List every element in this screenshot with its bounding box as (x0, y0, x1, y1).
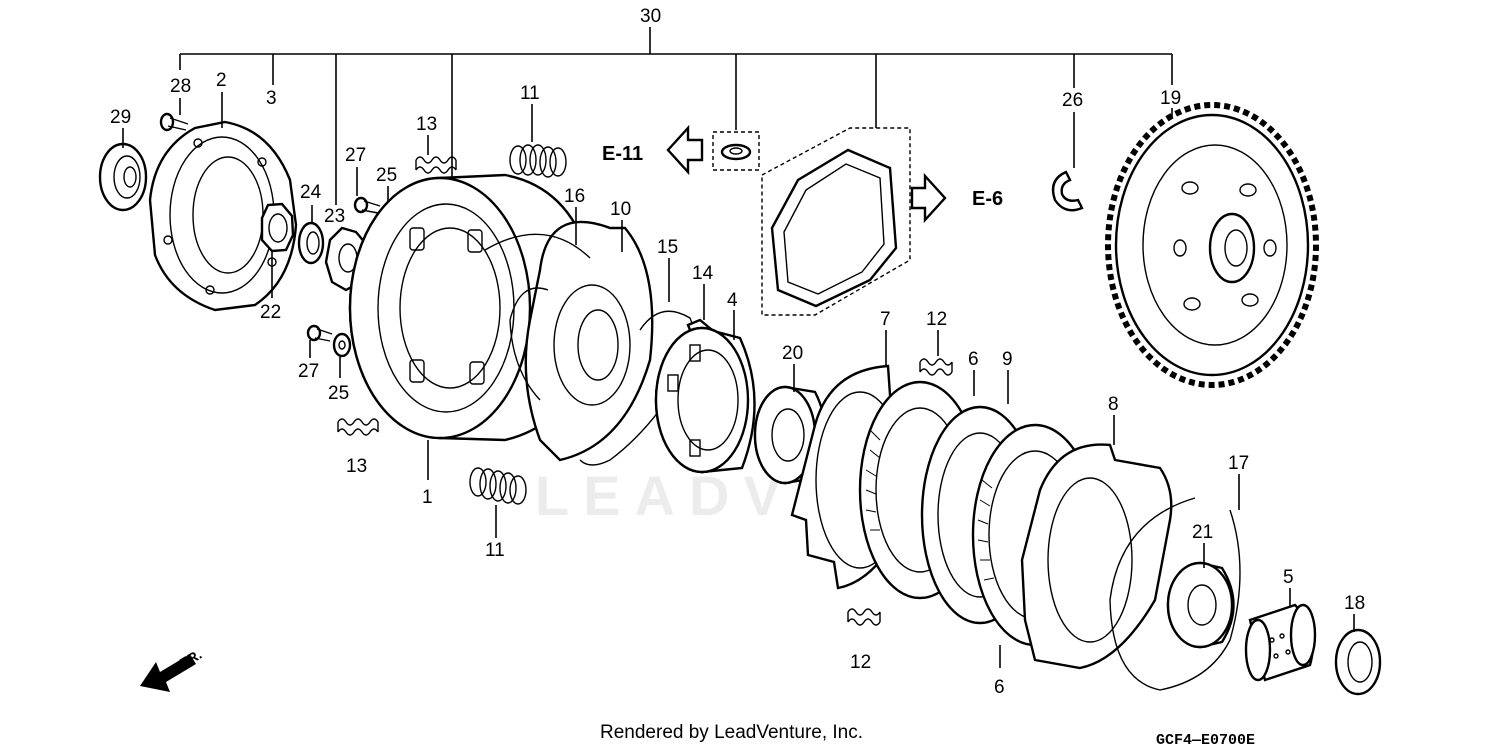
label-18: 18 (1344, 593, 1365, 614)
assembly-30-bracket (179, 27, 1173, 205)
front-arrow-icon: FR. (140, 646, 204, 692)
spring-13-upper (415, 135, 457, 174)
seal-18 (1334, 614, 1382, 696)
washer-25-lower (332, 332, 352, 378)
label-1: 1 (422, 487, 433, 508)
spring-11-upper (509, 104, 567, 178)
label-23: 23 (324, 206, 345, 227)
snap-ring-17 (1109, 474, 1241, 691)
one-way-clutch-4 (654, 310, 756, 474)
label-19: 19 (1160, 88, 1181, 109)
label-14: 14 (692, 263, 714, 284)
label-22: 22 (260, 302, 281, 323)
label-16: 16 (564, 186, 585, 207)
label-30: 30 (640, 6, 661, 27)
label-27b: 27 (298, 361, 319, 382)
label-10: 10 (610, 199, 631, 220)
clutch-center-10 (509, 220, 654, 462)
label-26: 26 (1062, 90, 1083, 111)
label-24: 24 (300, 182, 322, 203)
spring-ring-16 (484, 207, 591, 259)
e11-label: E-11 (602, 143, 643, 165)
label-20: 20 (782, 343, 803, 364)
nut-22 (260, 202, 295, 298)
spring-13-lower (337, 418, 379, 436)
circlip-26 (1051, 112, 1084, 212)
label-21: 21 (1192, 522, 1213, 543)
needle-bearing-5 (1244, 588, 1317, 682)
label-6a: 6 (968, 349, 979, 370)
label-15: 15 (657, 237, 678, 258)
label-8: 8 (1108, 394, 1119, 415)
label-12a: 12 (926, 309, 947, 330)
label-3: 3 (266, 88, 277, 109)
e6-label: E-6 (972, 188, 1003, 210)
spring-12-upper (919, 330, 953, 376)
driven-gear-19 (1105, 102, 1319, 388)
label-25a: 25 (376, 165, 397, 186)
e11-reference: E-11 (602, 124, 760, 176)
rendered-by-credit: Rendered by LeadVenture, Inc. (600, 722, 863, 743)
label-4: 4 (727, 290, 738, 311)
spring-12-lower (847, 608, 881, 626)
callout-labels: 30 28 2 3 29 27 25 24 23 22 13 11 16 10 … (110, 6, 1365, 698)
label-25b: 25 (328, 383, 349, 404)
label-11b: 11 (485, 540, 505, 561)
diagram-code: GCF4—E0700E (1156, 732, 1255, 749)
label-13a: 13 (416, 114, 437, 135)
screw-28 (159, 98, 189, 132)
gear-21 (1166, 543, 1235, 649)
clutch-plate-8 (1020, 415, 1173, 670)
gasket: E-6 (761, 127, 1003, 316)
label-11a: 11 (520, 83, 540, 104)
hub-20 (753, 364, 827, 485)
label-28: 28 (170, 76, 191, 97)
label-9: 9 (1002, 349, 1013, 370)
label-29: 29 (110, 107, 131, 128)
bolt-27-lower (306, 324, 333, 358)
label-7: 7 (880, 309, 891, 330)
label-13b: 13 (346, 456, 367, 477)
label-2: 2 (216, 70, 227, 91)
label-12b: 12 (850, 652, 871, 673)
bolt-27-upper (353, 167, 381, 214)
label-6b: 6 (994, 677, 1005, 698)
bearing-29 (98, 128, 148, 212)
label-5: 5 (1283, 567, 1294, 588)
label-27a: 27 (345, 145, 366, 166)
label-17: 17 (1228, 453, 1249, 474)
washer-24 (297, 205, 325, 265)
spring-11-lower (469, 467, 527, 538)
